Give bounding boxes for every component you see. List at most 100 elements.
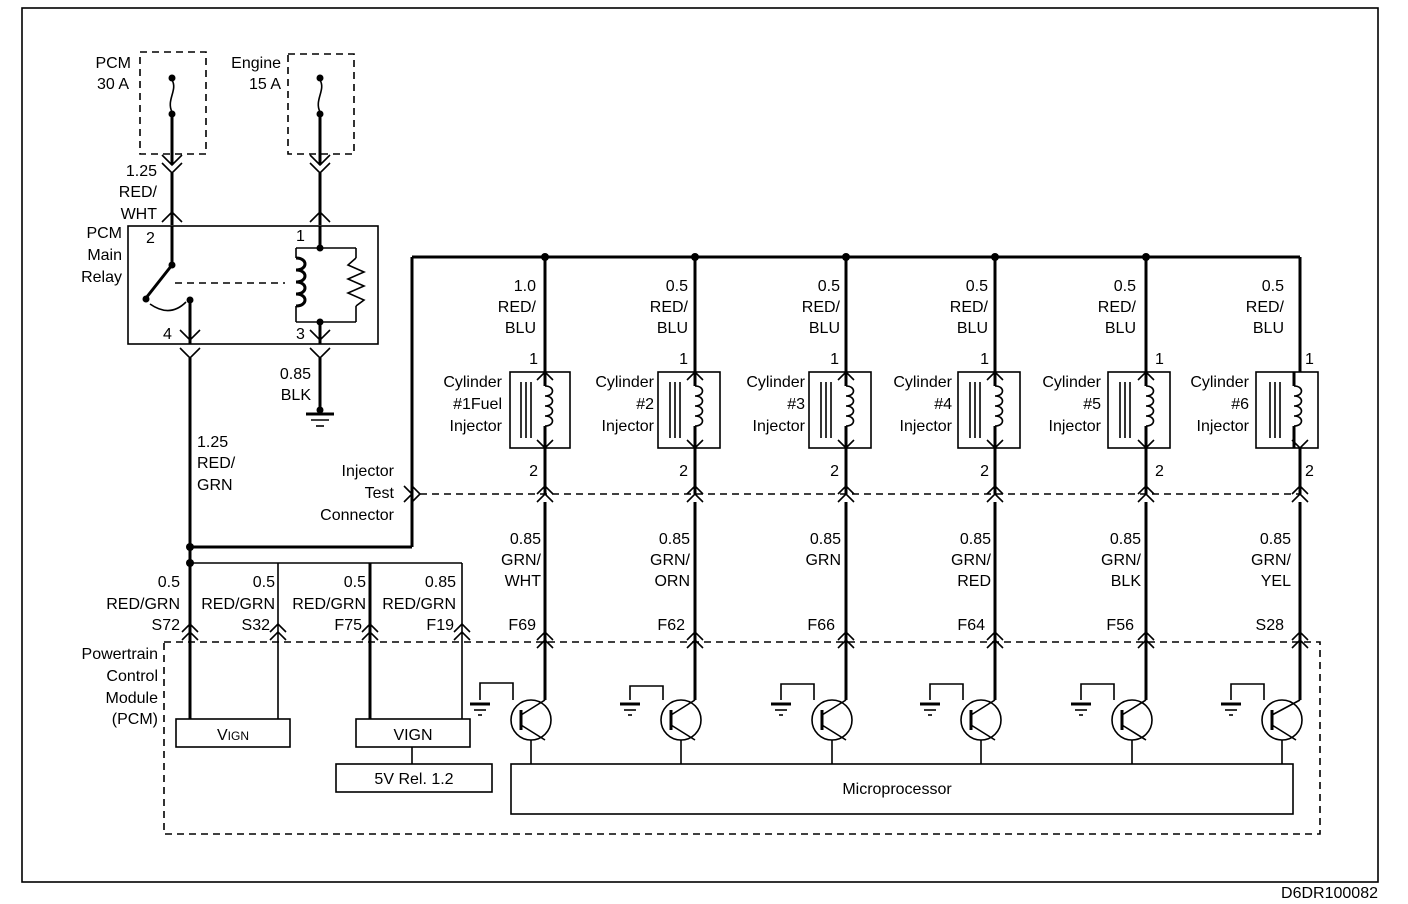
- fuse-engine-name: Engine: [231, 55, 281, 72]
- injector-6-pin-1: 1: [1305, 351, 1314, 368]
- relay-pin-3: 3: [296, 326, 305, 343]
- injector-6-signal-color-2: YEL: [1261, 573, 1291, 590]
- pcm-label-4: (PCM): [112, 711, 158, 728]
- injector-6-label-1: Cylinder: [1190, 374, 1249, 391]
- relay-bottom-connectors: [179, 347, 331, 360]
- test-connector-label-3: Connector: [320, 507, 394, 524]
- injector-1-label-2: #1Fuel: [453, 396, 502, 413]
- injector-3-pin-1: 1: [830, 351, 839, 368]
- injector-1-label-1: Cylinder: [443, 374, 502, 391]
- relay-pin-1: 1: [296, 228, 305, 245]
- injector-5-feed-gauge: 0.5: [1114, 278, 1136, 295]
- ign-feed-1-color: RED/GRN: [106, 596, 180, 613]
- injector-2-label-3: Injector: [602, 418, 655, 435]
- relay-out-wire-color-2: GRN: [197, 477, 233, 494]
- injector-3: 0.5 RED/ BLU 1 2 Cylinder #3 Injector 0.…: [746, 253, 872, 700]
- ign-feed-1-pin: S72: [152, 617, 181, 634]
- injector-5-label-2: #5: [1083, 396, 1101, 413]
- vign-box-1: VIGN: [175, 718, 291, 748]
- injector-5-feed-color-2: BLU: [1105, 320, 1136, 337]
- reference-voltage-box: 5V Rel. 1.2: [335, 763, 493, 793]
- ref-box-text: 5V Rel. 1.2: [374, 771, 453, 788]
- injector-5-label-3: Injector: [1049, 418, 1102, 435]
- injector-3-feed-color-1: RED/: [802, 299, 841, 316]
- fuse-pcm-rating: 30 A: [97, 76, 129, 93]
- injector-3-pcm-pin: F66: [807, 617, 835, 634]
- injector-1-pcm-pin: F69: [508, 617, 536, 634]
- injector-1: 1.0 RED/ BLU 1 2 Cylinder #1Fuel Injecto…: [443, 253, 571, 700]
- injector-4-pcm-pin: F64: [957, 617, 985, 634]
- injector-2-signal-gauge: 0.85: [659, 531, 690, 548]
- relay-label-3: Relay: [81, 269, 122, 286]
- injector-2-pin-1: 1: [679, 351, 688, 368]
- relay-label-1: PCM: [86, 225, 122, 242]
- vign-1-main: V: [217, 727, 228, 744]
- injector-5-pcm-pin: F56: [1106, 617, 1134, 634]
- injector-3-pin-2: 2: [830, 463, 839, 480]
- injector-3-feed-color-2: BLU: [809, 320, 840, 337]
- ign-feed-3-color: RED/GRN: [292, 596, 366, 613]
- injector-6-label-2: #6: [1231, 396, 1249, 413]
- driver-6: [1221, 683, 1303, 764]
- injector-3-feed-gauge: 0.5: [818, 278, 840, 295]
- injector-2-signal-color-2: ORN: [654, 573, 690, 590]
- injector-6-pin-2: 2: [1305, 463, 1314, 480]
- injector-1-signal-color-1: GRN/: [501, 552, 542, 569]
- injector-5-signal-color-2: BLK: [1111, 573, 1142, 590]
- injector-2-signal-color-1: GRN/: [650, 552, 691, 569]
- injector-6-signal-gauge: 0.85: [1260, 531, 1291, 548]
- ign-feeds: 0.5 RED/GRN S72 0.5 RED/GRN S32 0.5 RED/…: [106, 563, 471, 720]
- fuse-engine: Engine 15 A: [231, 53, 355, 165]
- injector-6-feed-gauge: 0.5: [1262, 278, 1284, 295]
- injector-2-pin-2: 2: [679, 463, 688, 480]
- svg-text:VIGN: VIGN: [217, 727, 249, 744]
- ign-feed-3-pin: F75: [334, 617, 362, 634]
- injector-3-label-3: Injector: [753, 418, 806, 435]
- fuse-pcm: PCM 30 A: [95, 51, 207, 165]
- pcm-label-2: Control: [106, 668, 158, 685]
- relay-in-wire-gauge: 1.25: [126, 163, 157, 180]
- injector-2-feed-gauge: 0.5: [666, 278, 688, 295]
- injector-1-pin-1: 1: [529, 351, 538, 368]
- injector-6-pcm-pin: S28: [1256, 617, 1285, 634]
- injector-5-pin-1: 1: [1155, 351, 1164, 368]
- microprocessor-label: Microprocessor: [842, 781, 952, 798]
- injector-4-pin-2: 2: [980, 463, 989, 480]
- injector-6-feed-color-1: RED/: [1246, 299, 1285, 316]
- injector-5: 0.5 RED/ BLU 1 2 Cylinder #5 Injector 0.…: [1042, 253, 1171, 700]
- injector-4-feed-color-1: RED/: [950, 299, 989, 316]
- injector-1-feed-color-1: RED/: [498, 299, 537, 316]
- relay-out-wire-color-1: RED/: [197, 455, 236, 472]
- injector-1-feed-color-2: BLU: [505, 320, 536, 337]
- driver-transistors: [470, 682, 1303, 764]
- injector-4-signal-color-2: RED: [957, 573, 991, 590]
- ign-feed-4-gauge: 0.85: [425, 574, 456, 591]
- injector-3-signal-color-1: GRN: [805, 552, 841, 569]
- relay-pin-2: 2: [146, 230, 155, 247]
- injector-4-label-1: Cylinder: [893, 374, 952, 391]
- injector-5-feed-color-1: RED/: [1098, 299, 1137, 316]
- pcm-main-relay: PCM Main Relay 2 1 4 3: [81, 225, 379, 345]
- injector-3-label-1: Cylinder: [746, 374, 805, 391]
- injector-1-signal-color-2: WHT: [505, 573, 542, 590]
- ground-wire-gauge: 0.85: [280, 366, 311, 383]
- injector-5-pin-2: 2: [1155, 463, 1164, 480]
- relay-pin-4: 4: [163, 326, 172, 343]
- injector-1-signal-gauge: 0.85: [510, 531, 541, 548]
- ground-symbol-relay: [306, 406, 334, 427]
- driver-1: [470, 682, 552, 764]
- injector-4-feed-gauge: 0.5: [966, 278, 988, 295]
- injector-6-feed-color-2: BLU: [1253, 320, 1284, 337]
- injector-1-pin-2: 2: [529, 463, 538, 480]
- ign-feed-4-color: RED/GRN: [382, 596, 456, 613]
- injector-4-feed-color-2: BLU: [957, 320, 988, 337]
- microprocessor-box: Microprocessor: [510, 763, 1294, 815]
- injector-1-label-3: Injector: [450, 418, 503, 435]
- fuse-connectors: [161, 154, 331, 175]
- fuse-pcm-name: PCM: [95, 55, 131, 72]
- relay-out-wire-gauge: 1.25: [197, 434, 228, 451]
- injector-4-signal-gauge: 0.85: [960, 531, 991, 548]
- ign-feed-3-gauge: 0.5: [344, 574, 366, 591]
- vign-2-text: VIGN: [393, 727, 432, 744]
